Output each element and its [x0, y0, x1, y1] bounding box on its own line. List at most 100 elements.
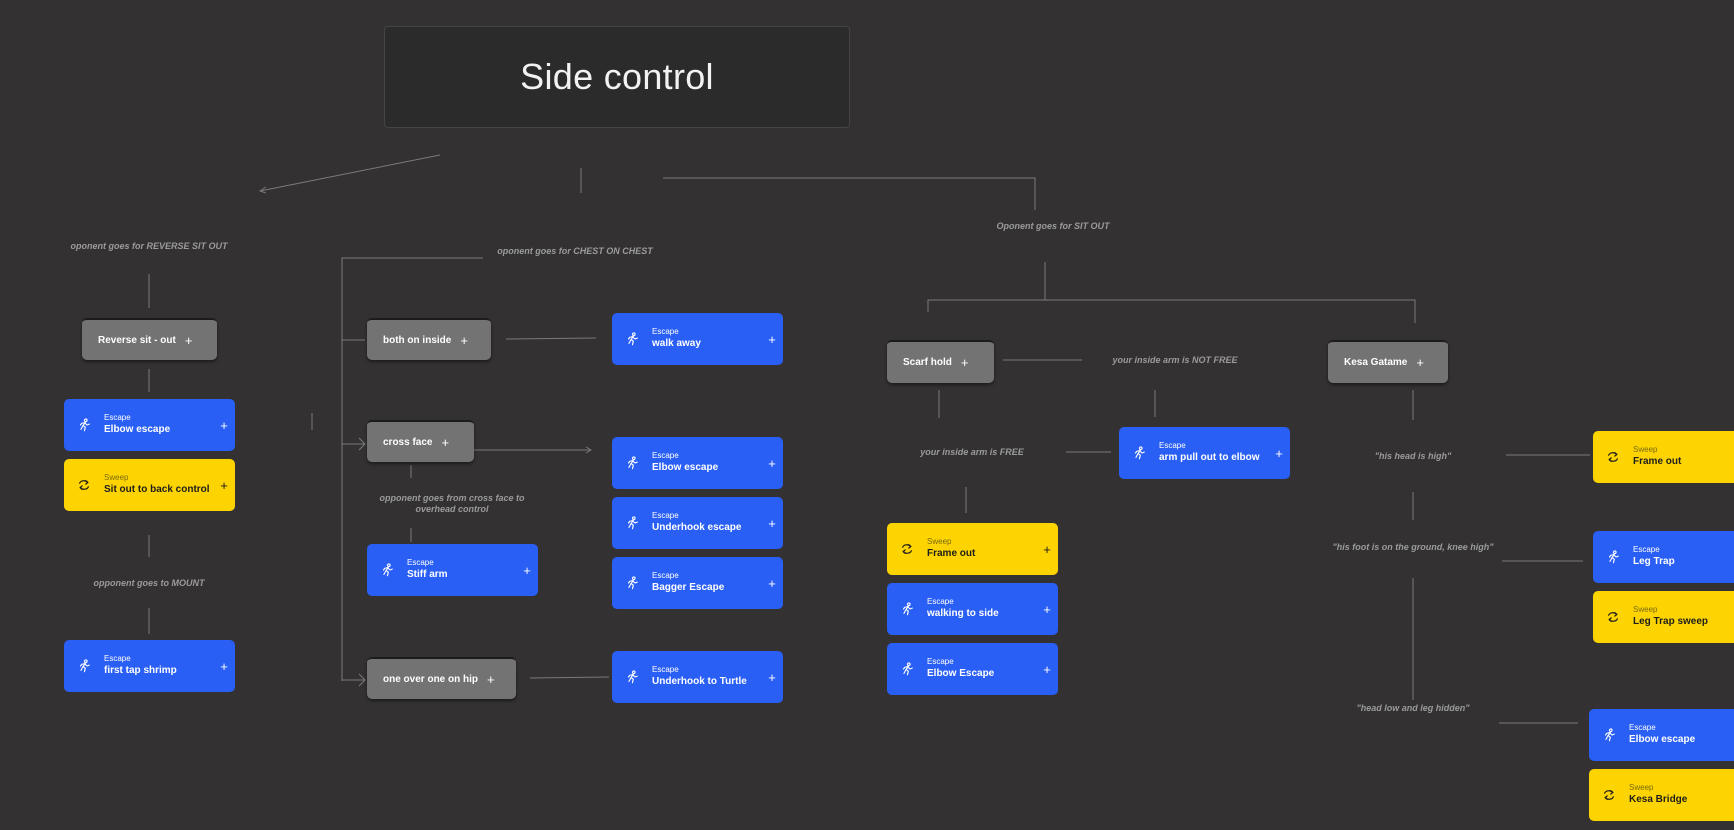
position-node-one-over-one-on-hip[interactable]: one over one on hip + — [367, 657, 516, 699]
position-label: Kesa Gatame — [1344, 357, 1408, 368]
add-icon[interactable]: + — [768, 669, 776, 685]
technique-category: Escape — [652, 451, 679, 460]
add-icon[interactable]: + — [1275, 445, 1283, 461]
add-icon[interactable]: + — [487, 671, 495, 687]
add-icon[interactable]: + — [1043, 661, 1051, 677]
condition-foot-ground: "his foot is on the ground, knee high" — [1332, 542, 1494, 552]
add-icon[interactable]: + — [220, 658, 228, 674]
running-person-icon — [612, 670, 652, 684]
technique-name: walking to side — [927, 608, 999, 619]
position-label: both on inside — [383, 334, 452, 346]
add-icon[interactable]: + — [1043, 601, 1051, 617]
technique-category: Sweep — [104, 473, 129, 482]
technique-category: Escape — [1159, 441, 1186, 450]
technique-name: Leg Trap — [1633, 556, 1675, 567]
running-person-icon — [612, 332, 652, 346]
position-node-cross-face[interactable]: cross face + — [367, 420, 474, 462]
technique-name: Elbow escape — [652, 462, 719, 473]
running-person-icon — [887, 602, 927, 616]
technique-card-walk-away[interactable]: Escape walk away + — [612, 313, 783, 365]
running-person-icon — [367, 563, 407, 577]
technique-name: Elbow escape — [1629, 734, 1696, 745]
technique-name: Elbow escape — [104, 424, 171, 435]
technique-name: Elbow Escape — [927, 668, 995, 679]
running-person-icon — [887, 662, 927, 676]
add-icon[interactable]: + — [768, 515, 776, 531]
technique-category: Escape — [104, 413, 131, 422]
add-icon[interactable]: + — [1416, 355, 1424, 370]
running-person-icon — [1593, 550, 1633, 564]
sweep-arrows-icon — [1593, 450, 1633, 464]
running-person-icon — [612, 456, 652, 470]
position-node-reverse-sit-out[interactable]: Reverse sit - out + — [82, 318, 217, 360]
technique-category: Sweep — [1629, 783, 1654, 792]
add-icon[interactable]: + — [220, 417, 228, 433]
position-node-both-on-inside[interactable]: both on inside + — [367, 318, 491, 360]
technique-name: Kesa Bridge — [1629, 794, 1688, 805]
technique-category: Escape — [927, 657, 954, 666]
condition-arm-not-free: your inside arm is NOT FREE — [1112, 355, 1238, 365]
running-person-icon — [64, 659, 104, 673]
running-person-icon — [64, 418, 104, 432]
position-node-scarf-hold[interactable]: Scarf hold + — [887, 340, 994, 383]
technique-card-walking-to-side[interactable]: Escape walking to side + — [887, 583, 1058, 635]
sweep-arrows-icon — [64, 478, 104, 492]
technique-name: Frame out — [927, 548, 976, 559]
technique-category: Sweep — [1633, 445, 1658, 454]
technique-category: Escape — [652, 327, 679, 336]
add-icon[interactable]: + — [184, 332, 193, 348]
technique-name: arm pull out to elbow — [1159, 452, 1260, 463]
running-person-icon — [1119, 446, 1159, 460]
add-icon[interactable]: + — [441, 434, 450, 450]
technique-name: walk away — [652, 338, 701, 349]
condition-mount: opponent goes to MOUNT — [93, 578, 205, 588]
technique-name: Frame out — [1633, 456, 1682, 467]
add-icon[interactable]: + — [768, 575, 776, 591]
technique-category: Escape — [652, 665, 679, 674]
add-icon[interactable]: + — [768, 455, 776, 471]
add-icon[interactable]: + — [523, 562, 531, 578]
running-person-icon — [612, 576, 652, 590]
position-label: one over one on hip — [383, 673, 479, 685]
position-label: Scarf hold — [903, 357, 952, 368]
technique-name: first tap shrimp — [104, 665, 177, 676]
condition-chest-on-chest: oponent goes for CHEST ON CHEST — [497, 246, 653, 256]
position-label: Reverse sit - out — [98, 334, 176, 346]
condition-arm-free: your inside arm is FREE — [920, 447, 1024, 457]
technique-category: Escape — [407, 558, 434, 567]
technique-category: Escape — [927, 597, 954, 606]
add-icon[interactable]: + — [1043, 541, 1051, 557]
technique-card-first-tap-shrimp[interactable]: Escape first tap shrimp + — [64, 640, 235, 692]
add-icon[interactable]: + — [960, 355, 969, 370]
sweep-arrows-icon — [1589, 788, 1629, 802]
technique-name: Bagger Escape — [652, 582, 725, 593]
add-icon[interactable]: + — [460, 332, 468, 348]
position-node-kesa-gatame[interactable]: Kesa Gatame + — [1328, 340, 1448, 383]
diagram-title: Side control — [384, 26, 850, 128]
technique-category: Escape — [652, 511, 679, 520]
add-icon[interactable]: + — [220, 477, 228, 493]
sweep-arrows-icon — [887, 542, 927, 556]
condition-cross-to-overhead: opponent goes from cross face to overhea… — [379, 493, 525, 514]
technique-category: Sweep — [1633, 605, 1658, 614]
technique-name: Stiff arm — [407, 569, 448, 580]
add-icon[interactable]: + — [768, 331, 776, 347]
technique-category: Escape — [104, 654, 131, 663]
technique-card-arm-pull-out-to-elbow[interactable]: Escape arm pull out to elbow + — [1119, 427, 1290, 479]
